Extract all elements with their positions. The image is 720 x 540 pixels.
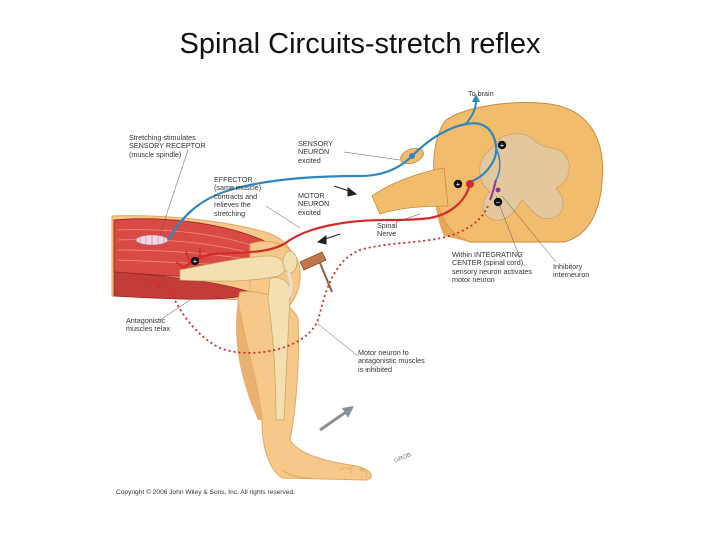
kick-arrow <box>319 406 354 432</box>
spinal-nerve <box>371 167 449 215</box>
copyright-notice: Copyright © 2006 John Wiley & Sons, Inc.… <box>116 489 295 496</box>
label-effector: EFFECTOR (same muscle) contracts and rel… <box>214 175 262 218</box>
leader-lines <box>159 149 557 357</box>
sensory-cell-body <box>409 153 415 159</box>
label-spinal-nerve: Spinal Nerve <box>377 221 397 239</box>
label-inhibitory-interneuron: Inhibitory interneuron <box>553 262 590 280</box>
sensory-neuron-path <box>167 122 498 241</box>
inhibitory-synapse: − <box>493 197 503 207</box>
patella-bone <box>282 250 298 274</box>
to-brain-arrow <box>472 94 480 102</box>
toes <box>339 465 367 479</box>
motor-neuron-path <box>183 183 472 269</box>
shin-skin <box>237 291 372 481</box>
label-motor-neuron: MOTOR NEURON excited <box>298 191 330 217</box>
label-antagonistic-muscles: Antagonistic muscles relax <box>126 316 170 334</box>
slide-title: Spinal Circuits-stretch reflex <box>179 28 541 60</box>
inhibited-end-plates <box>148 280 184 292</box>
svg-text:+: + <box>456 180 461 189</box>
ascending-branch <box>465 99 477 125</box>
heel-shadow <box>281 469 313 479</box>
patellar-tendon <box>286 271 293 299</box>
motor-end-plates <box>175 248 201 269</box>
excitatory-synapse-3: + <box>190 257 200 266</box>
label-integrating-center: Within INTEGRATING CENTER (spinal cord),… <box>452 250 532 285</box>
label-sensory-receptor: Stretching stimulates SENSORY RECEPTOR (… <box>129 133 206 159</box>
label-sensory-neuron: SENSORY NEURON excited <box>298 139 334 165</box>
inhibitory-interneuron-path <box>489 179 497 201</box>
muscle-spindle <box>135 234 169 246</box>
reflex-hammer <box>299 251 334 293</box>
svg-text:+: + <box>500 141 505 150</box>
label-motor-neuron-antagonistic: Motor neuron to antagonistic muscles is … <box>358 348 425 374</box>
calf-back <box>236 300 262 420</box>
sensory-to-interneuron <box>495 147 501 181</box>
label-to-brain: To brain <box>468 89 494 98</box>
motor-cell-body <box>466 180 474 188</box>
inhibited-motor-neuron-path <box>149 205 489 354</box>
interneuron-cell-body <box>495 187 501 193</box>
svg-text:−: − <box>496 198 501 207</box>
excitatory-synapse-2: + <box>453 180 463 189</box>
impulse-arrows <box>316 185 358 245</box>
svg-text:+: + <box>193 257 198 266</box>
excitatory-synapse-1: + <box>497 141 507 150</box>
